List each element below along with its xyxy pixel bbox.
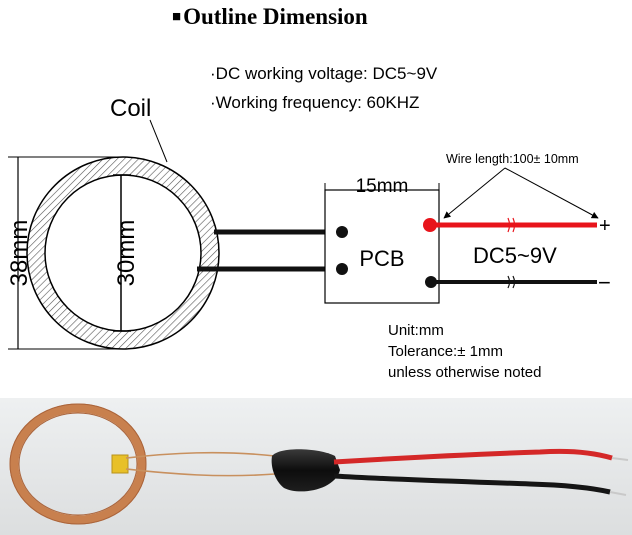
- heat-shrink-module: [271, 449, 340, 492]
- inner-diameter-dimension: 30mm: [113, 174, 140, 332]
- black-wire-break-mark: [507, 275, 516, 289]
- pcb-width-label: 15mm: [356, 176, 409, 197]
- pcb-box: [324, 189, 440, 304]
- title-text: Outline Dimension: [183, 4, 368, 29]
- copper-coil: [9, 403, 147, 525]
- spec-voltage: ·DC working voltage: DC5~9V: [210, 64, 438, 83]
- pcb-width-dimension: 15mm: [324, 176, 440, 197]
- black-wire-stripped-tip: [609, 491, 627, 496]
- negative-terminal-label: −: [598, 270, 611, 295]
- red-wire-stripped-tip: [611, 457, 629, 461]
- coil-lead-wire-bottom: [125, 468, 276, 477]
- wire-length-label: Wire length:100± 10mm: [446, 152, 579, 166]
- outer-diameter-label: 38mm: [6, 220, 33, 287]
- coil-leader-line: [149, 119, 168, 163]
- coil-ring: [20, 150, 230, 360]
- pcb-pad-bottom-left: [336, 263, 348, 275]
- photo-red-wire: [333, 448, 613, 465]
- pcb-pad-top-left: [336, 226, 348, 238]
- pcb-pad-positive: [423, 218, 437, 232]
- coil-lead-wire-top: [125, 451, 276, 459]
- note-unit: Unit:mm: [388, 322, 444, 339]
- inner-diameter-label: 30mm: [113, 220, 140, 287]
- note-unless: unless otherwise noted: [388, 364, 542, 381]
- note-tolerance: Tolerance:± 1mm: [388, 343, 503, 360]
- pcb-label: PCB: [359, 246, 404, 271]
- pcb-pad-negative: [425, 276, 437, 288]
- spec-frequency: ·Working frequency: 60KHZ: [210, 93, 420, 112]
- outline-diagram: Coil 38mm 30mm PCB 15mm + −: [6, 95, 611, 360]
- voltage-label: DC5~9V: [473, 243, 557, 268]
- red-wire-break-mark: [507, 217, 516, 233]
- coil-label: Coil: [110, 95, 151, 122]
- photo-black-wire: [333, 473, 611, 495]
- wire-length-arrow-left: [443, 167, 506, 219]
- wire-length-arrow-right: [504, 167, 599, 219]
- outer-diameter-dimension: 38mm: [6, 156, 123, 350]
- positive-terminal-label: +: [599, 215, 611, 237]
- title-bullet: ■: [172, 8, 182, 25]
- page-title: ■ Outline Dimension: [172, 2, 472, 32]
- coil-tape: [111, 454, 129, 474]
- product-photo: [0, 398, 632, 535]
